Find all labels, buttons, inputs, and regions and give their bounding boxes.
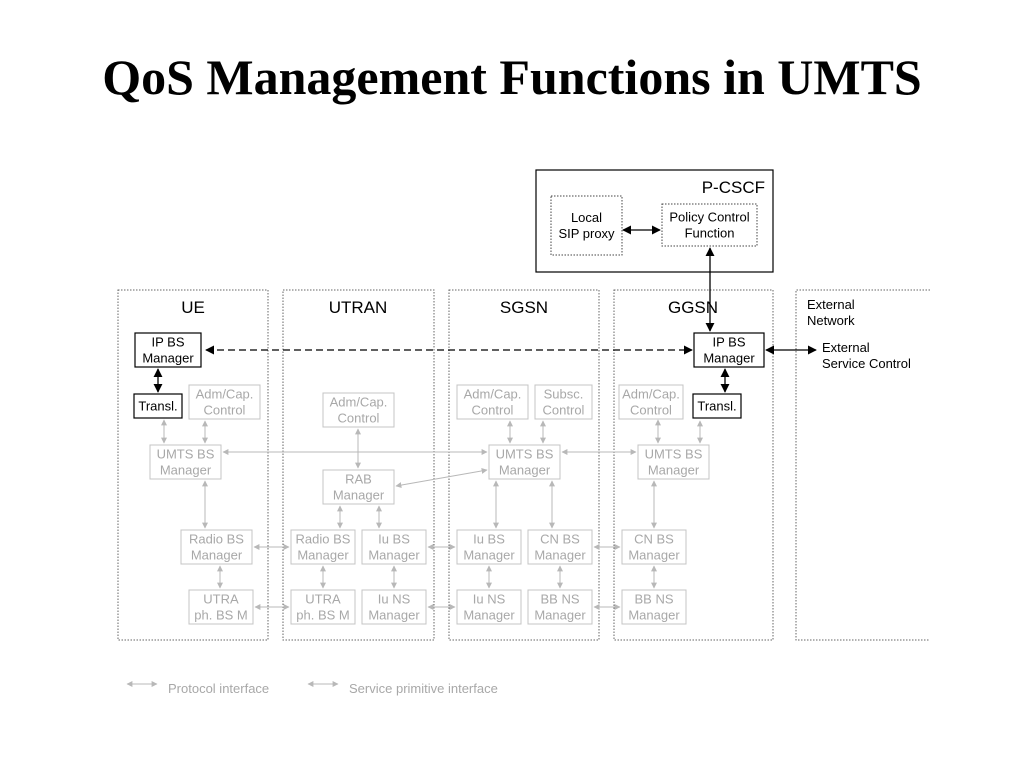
sgsn-adm-cap-control-label: Adm/Cap.Control	[464, 387, 522, 418]
sgsn-adm-cap-control-box: Adm/Cap.Control	[456, 384, 529, 420]
ue-transl-label: Transl.	[138, 399, 177, 414]
ue-adm-cap-control-box: Adm/Cap.Control	[188, 384, 261, 420]
ggsn-transl-box: Transl.	[692, 393, 742, 419]
ue-transl-box: Transl.	[133, 393, 183, 419]
ggsn-adm-cap-control-label: Adm/Cap.Control	[622, 387, 680, 418]
slide-title: QoS Management Functions in UMTS	[102, 49, 922, 105]
ue-label: UE	[181, 298, 205, 317]
ggsn-domain-box	[613, 289, 774, 641]
legend-protocol-interface-label: Protocol interface	[168, 681, 269, 696]
pcscf-label: P-CSCF	[702, 178, 765, 197]
external-network-domain-box	[795, 289, 930, 641]
legend-service-primitive-label: Service primitive interface	[349, 681, 498, 696]
pcscf-box	[535, 169, 774, 273]
ue-adm-cap-control-label: Adm/Cap.Control	[196, 387, 254, 418]
utran-label: UTRAN	[329, 298, 388, 317]
ggsn-adm-cap-control-box: Adm/Cap.Control	[618, 384, 684, 420]
utran-adm-cap-control-label: Adm/Cap.Control	[330, 395, 388, 426]
sgsn-subsc-control-box: Subsc.Control	[534, 384, 593, 420]
sgsn-label: SGSN	[500, 298, 548, 317]
sgsn-subsc-control-label: Subsc.Control	[543, 387, 585, 418]
ggsn-transl-label: Transl.	[697, 399, 736, 414]
interface-link-27	[395, 467, 488, 489]
ue-domain-box	[117, 289, 269, 641]
sgsn-domain-box	[448, 289, 600, 641]
utran-adm-cap-control-box: Adm/Cap.Control	[322, 392, 395, 428]
utran-domain-box	[282, 289, 435, 641]
